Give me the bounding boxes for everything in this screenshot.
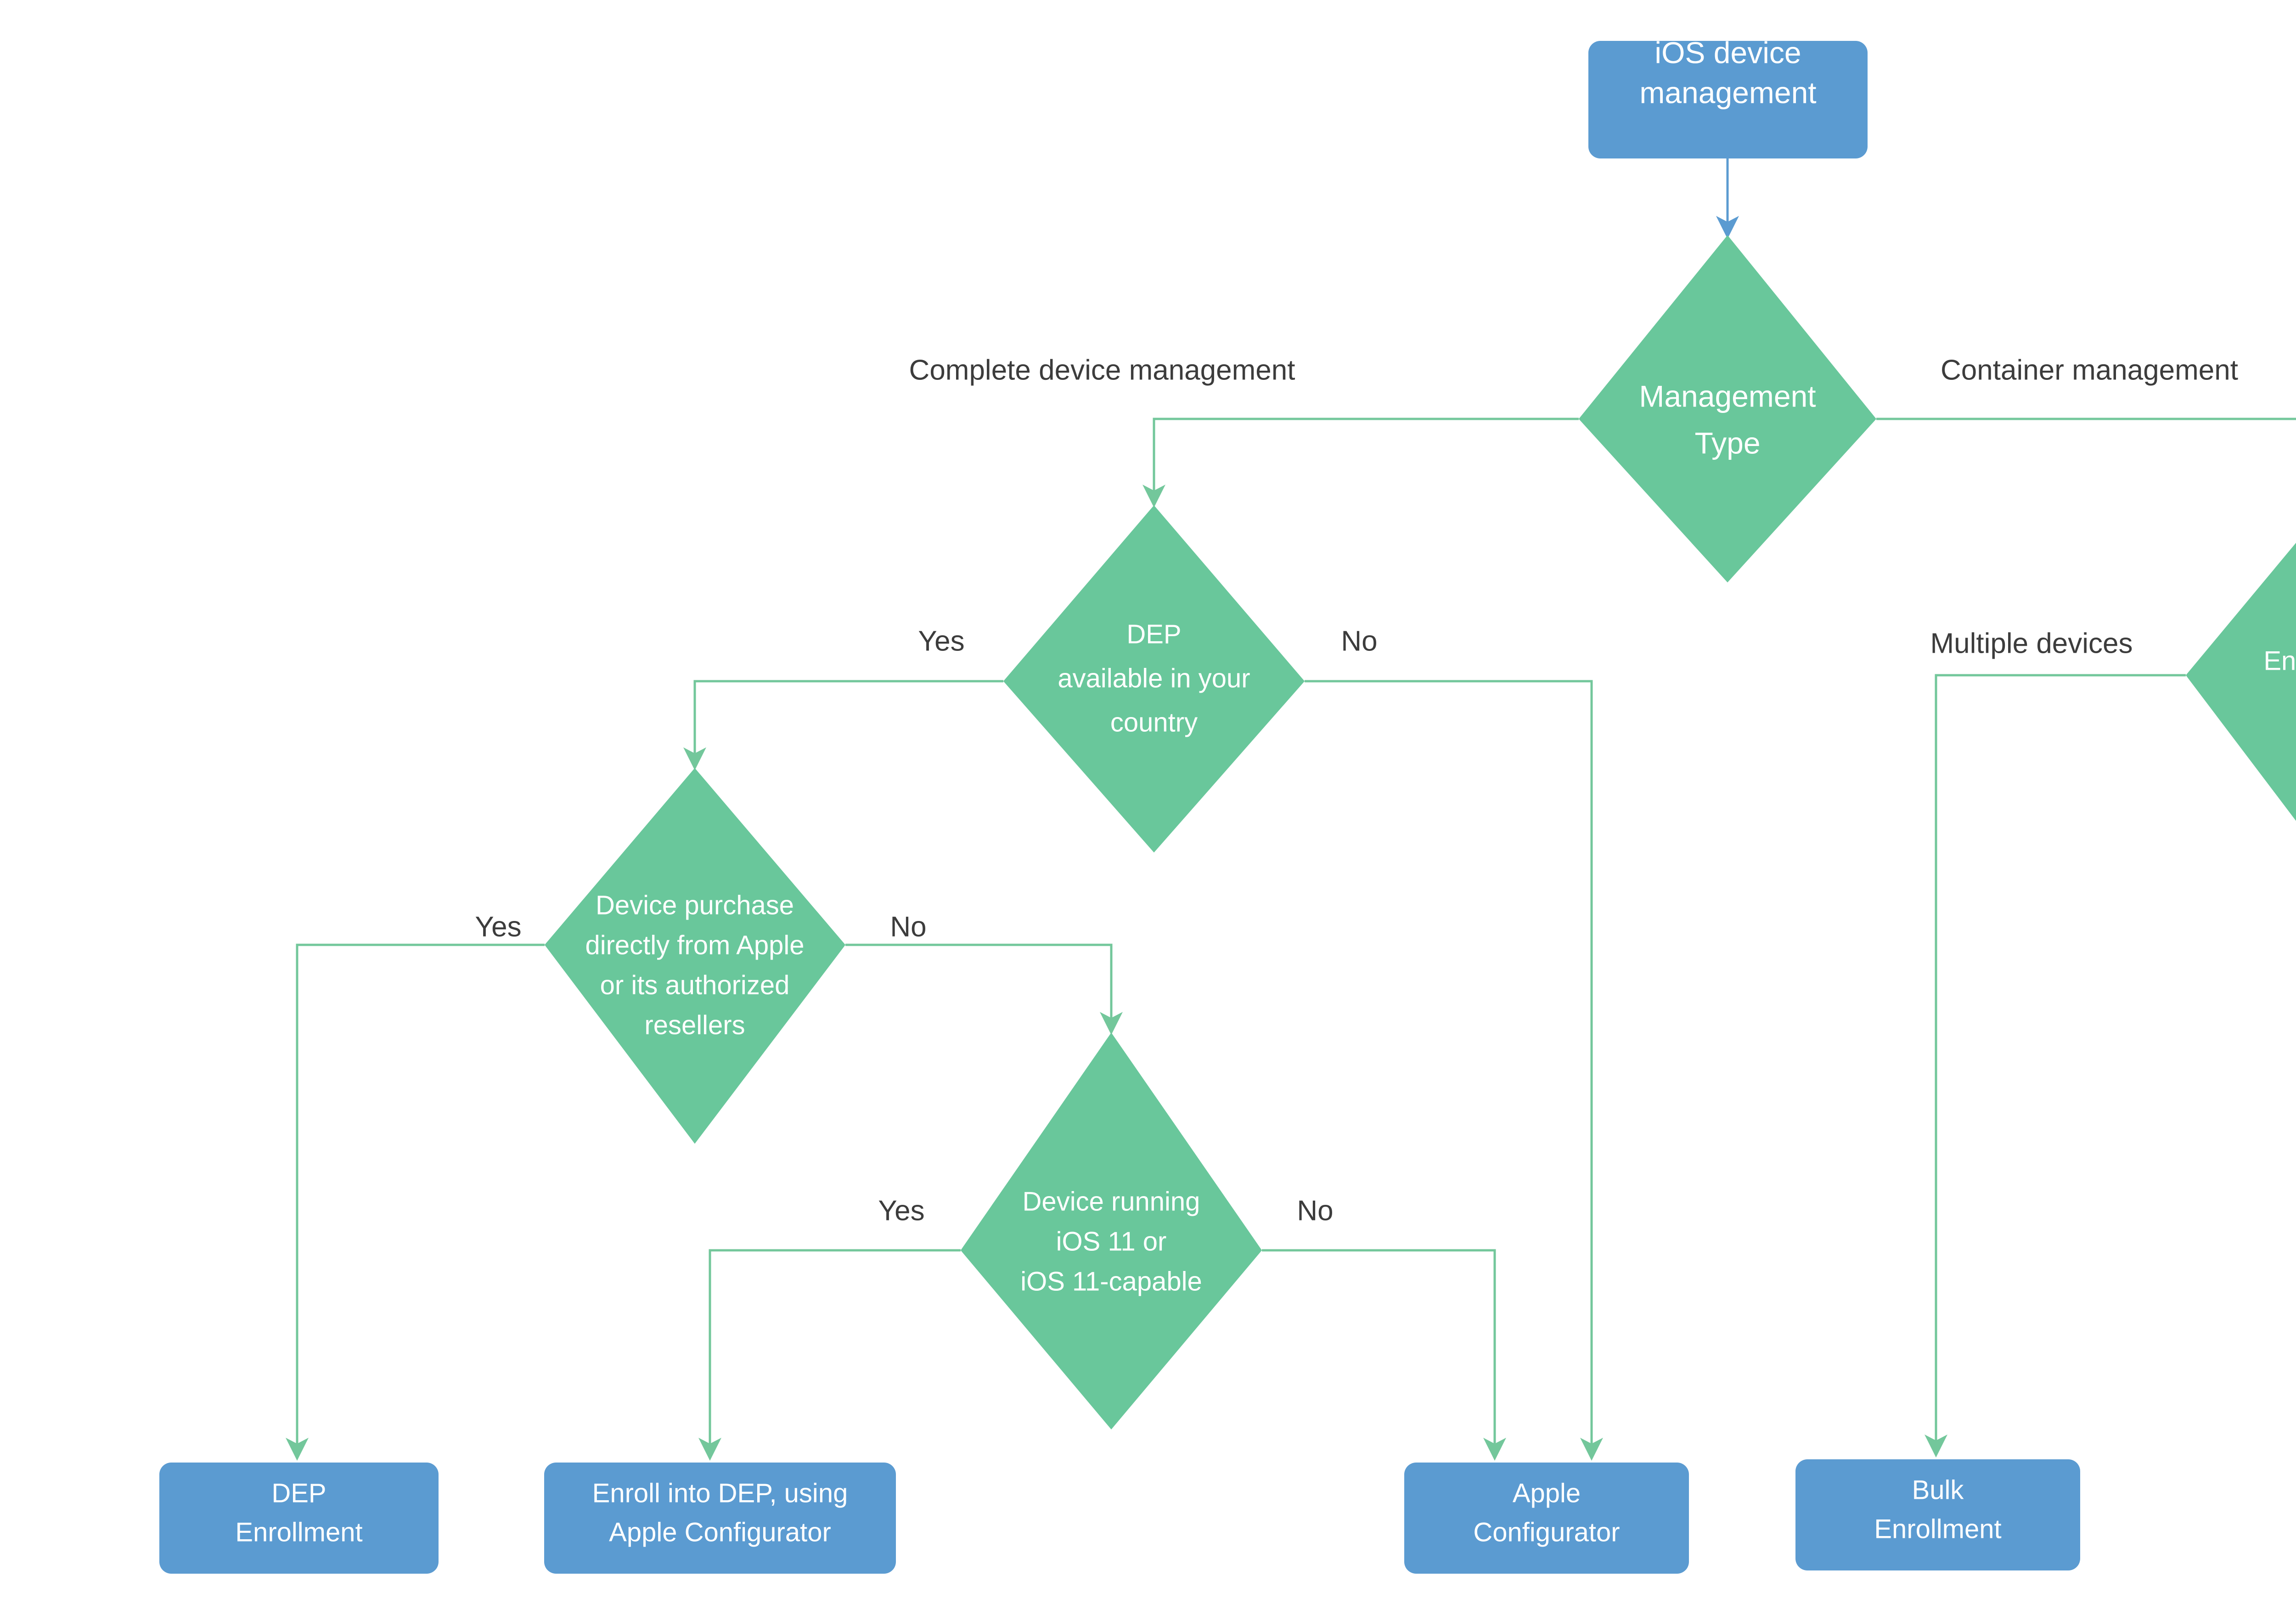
node-apple-configurator-line2: Configurator [1473,1517,1620,1547]
node-dep-available-shape[interactable] [1003,505,1305,853]
node-bulk-enrollment-shape[interactable] [1795,1459,2080,1570]
node-dep-enrollment[interactable]: DEP Enrollment [159,1463,439,1574]
edge-device-purchase-no-to-device-running [845,943,1123,1035]
node-device-running-line3: iOS 11-capable [1020,1266,1202,1296]
node-bulk-enrollment-line1: Bulk [1912,1475,1964,1505]
edge-management-type-to-enrollment-type [1876,418,2296,420]
edge-label-complete-device-management: Complete device management [909,354,1295,386]
node-start-line2: management [1639,75,1816,109]
node-bulk-enrollment[interactable]: Bulk Enrollment [1795,1459,2080,1570]
edge-label-device-purchase-no: No [890,911,926,943]
node-management-type-shape[interactable] [1579,235,1876,582]
node-start-line1: iOS device [1654,35,1801,69]
edge-management-type-to-dep-available [1142,418,1579,508]
node-dep-available-line2: available in your [1058,663,1250,693]
node-device-purchase-line3: or its authorized [600,970,790,1000]
node-enroll-into-dep-shape[interactable] [544,1463,896,1574]
edge-dep-available-no-to-apple-configurator [1305,680,1603,1461]
node-bulk-enrollment-line2: Enrollment [1874,1514,2001,1544]
node-apple-configurator-line1: Apple [1513,1478,1581,1508]
edge-label-device-running-no: No [1297,1195,1333,1226]
node-management-type[interactable]: Management Type [1579,235,1876,582]
node-enrollment-type-shape[interactable] [2186,505,2296,862]
node-enrollment-type[interactable]: Enrollment Type [2186,505,2296,862]
node-dep-available-line1: DEP [1126,619,1181,649]
node-enroll-into-dep[interactable]: Enroll into DEP, using Apple Configurato… [544,1463,896,1574]
edge-labels-layer: Complete device management Container man… [475,354,2238,1226]
node-apple-configurator[interactable]: Apple Configurator [1404,1463,1689,1574]
node-apple-configurator-shape[interactable] [1404,1463,1689,1574]
node-dep-enrollment-shape[interactable] [159,1463,439,1574]
node-enroll-into-dep-line1: Enroll into DEP, using [592,1478,848,1508]
edge-label-device-running-yes: Yes [878,1195,924,1226]
edge-dep-available-yes-to-device-purchase [683,680,1003,770]
edge-label-dep-available-yes: Yes [918,625,964,657]
node-device-running-line2: iOS 11 or [1056,1226,1167,1256]
edge-label-multiple-devices: Multiple devices [1930,627,2133,659]
node-dep-enrollment-line1: DEP [271,1478,326,1508]
node-device-purchase-line4: resellers [644,1010,745,1040]
node-device-purchase-line1: Device purchase [596,890,794,920]
node-enroll-into-dep-line2: Apple Configurator [609,1517,831,1547]
node-device-running-line1: Device running [1023,1186,1200,1216]
edge-device-running-no-to-apple-configurator [1262,1249,1506,1461]
node-dep-available[interactable]: DEP available in your country [1003,505,1305,853]
node-device-running[interactable]: Device running iOS 11 or iOS 11-capable [961,1033,1262,1429]
node-device-purchase-shape[interactable] [545,768,845,1144]
node-start-shape[interactable] [1588,41,1868,158]
node-dep-enrollment-line2: Enrollment [235,1517,362,1547]
edge-label-dep-available-no: No [1341,625,1377,657]
node-management-type-line2: Type [1694,426,1760,460]
edge-device-running-yes-to-enroll-into-dep [698,1249,961,1461]
node-dep-available-line3: country [1110,707,1198,737]
edge-device-purchase-yes-to-dep-enrollment [286,943,545,1461]
node-device-purchase[interactable]: Device purchase directly from Apple or i… [545,768,845,1144]
edge-enrollment-type-multiple-to-bulk-enrollment [1925,674,2186,1457]
edge-label-device-purchase-yes: Yes [475,911,521,943]
edge-label-container-management: Container management [1941,354,2238,386]
node-enrollment-type-line1: Enrollment [2263,646,2296,676]
node-management-type-line1: Management [1639,379,1816,413]
edges-layer [286,158,2296,1461]
node-device-running-shape[interactable] [961,1033,1262,1429]
node-device-purchase-line2: directly from Apple [585,930,804,960]
node-start[interactable]: iOS device management [1588,35,1868,158]
